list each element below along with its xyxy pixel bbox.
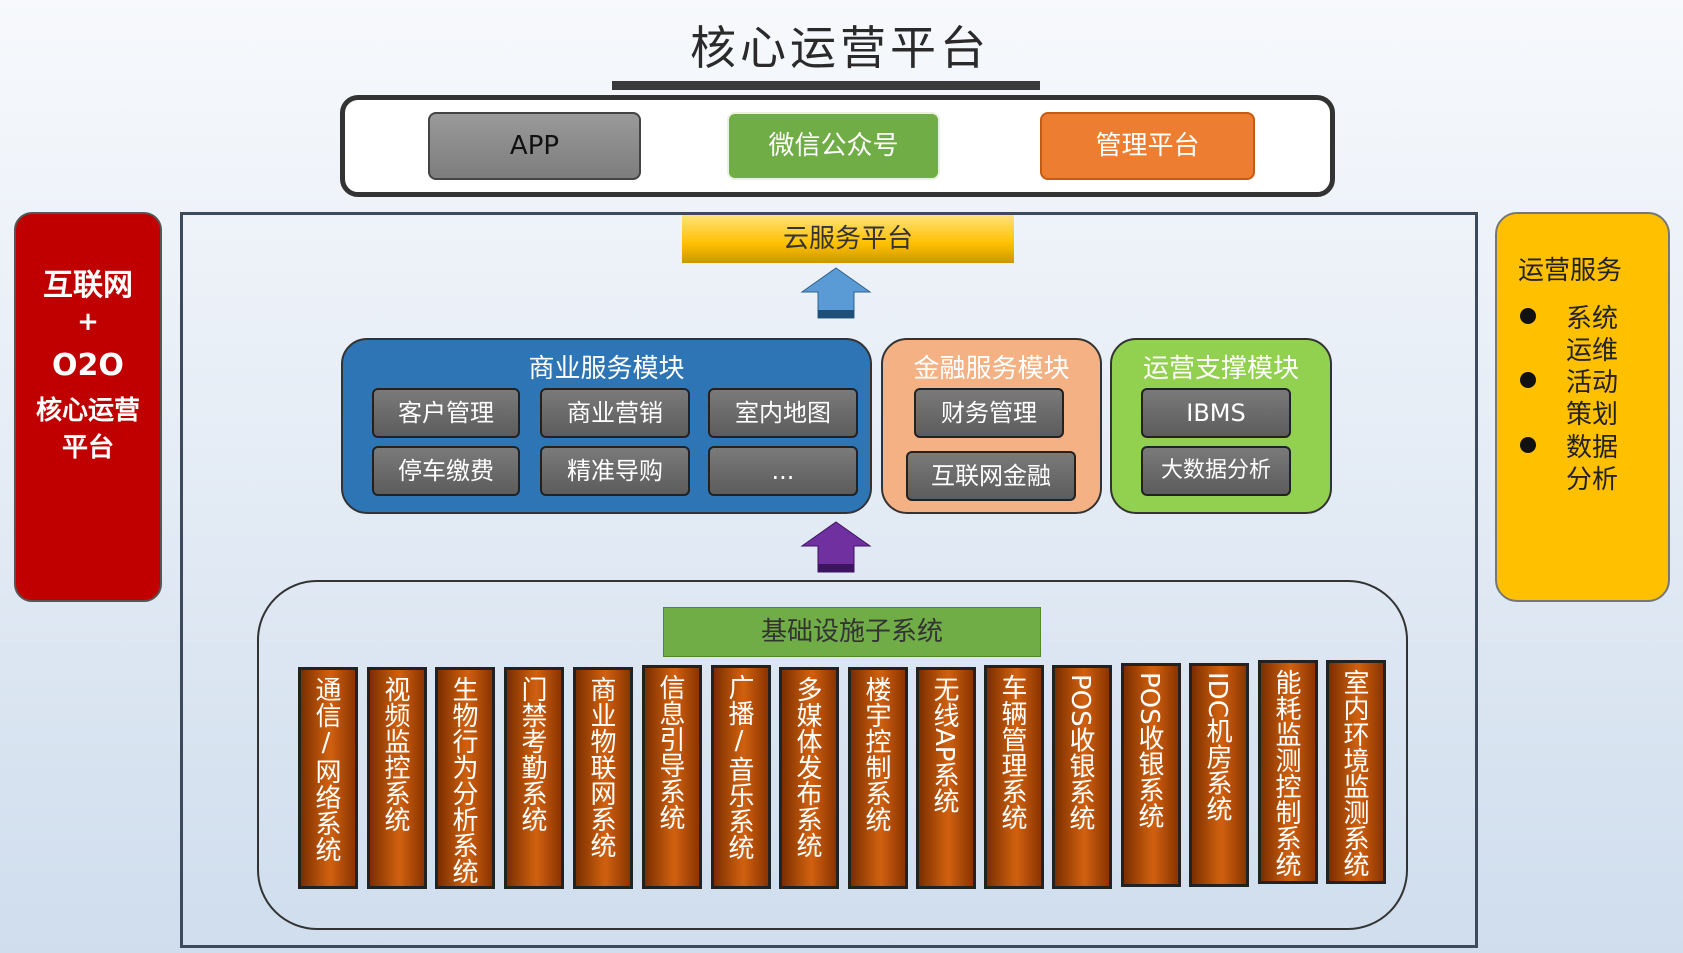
module-item-more: ...	[708, 446, 858, 496]
right-item-1-line1: 系统	[1566, 304, 1619, 334]
operations-module-title: 运营支撑模块	[1142, 354, 1299, 384]
infrastructure-title: 基础设施子系统	[663, 607, 1041, 657]
subsystem-bar: 商业物联网系统	[573, 667, 633, 889]
up-arrow-icon	[800, 267, 872, 319]
right-item-2-line2: 策划	[1566, 400, 1619, 430]
module-item-ibms: IBMS	[1141, 388, 1291, 438]
subsystem-bar: 楼宇控制系统	[848, 667, 908, 889]
channel-app: APP	[428, 112, 641, 180]
business-module-title: 商业服务模块	[528, 354, 685, 384]
right-item-3-line1: 数据	[1566, 433, 1619, 463]
channel-management-platform: 管理平台	[1040, 112, 1255, 180]
subsystem-bar: POS收银系统	[1121, 663, 1181, 887]
module-item-parking-payment: 停车缴费	[372, 446, 520, 496]
module-item-precise-guide: 精准导购	[540, 446, 690, 496]
finance-module-title: 金融服务模块	[913, 354, 1070, 384]
left-panel-line-internet: 互联网	[43, 268, 133, 303]
module-item-customer-management: 客户管理	[372, 388, 520, 438]
left-panel-line-platform: 平台	[61, 433, 114, 463]
bullet-icon	[1520, 372, 1536, 388]
module-item-internet-finance: 互联网金融	[906, 451, 1076, 501]
right-item-1-line2: 运维	[1566, 336, 1619, 366]
main-container	[180, 212, 1478, 948]
page-title: 核心运营平台	[690, 21, 990, 75]
infrastructure-container	[257, 580, 1408, 930]
subsystem-bar: 多媒体发布系统	[779, 667, 839, 889]
subsystem-bar: 车辆管理系统	[984, 665, 1044, 889]
left-panel-line-core: 核心运营	[35, 396, 140, 426]
module-item-indoor-map: 室内地图	[708, 388, 858, 438]
bullet-icon	[1520, 437, 1536, 453]
subsystem-bar: 信息引导系统	[642, 665, 702, 889]
subsystem-bar: 生物行为分析系统	[435, 667, 495, 889]
module-item-business-marketing: 商业营销	[540, 388, 690, 438]
subsystem-bar: 广播/音乐系统	[711, 665, 771, 889]
subsystem-bar: 视频监控系统	[367, 667, 427, 889]
subsystem-bar: 通信/网络系统	[298, 667, 358, 889]
right-panel	[1495, 212, 1670, 602]
right-panel-title: 运营服务	[1518, 256, 1623, 286]
left-panel-line-plus: +	[77, 307, 99, 337]
left-panel-line-o2o: O2O	[52, 348, 124, 383]
right-item-3-line2: 分析	[1566, 465, 1619, 495]
module-item-financial-management: 财务管理	[914, 388, 1064, 438]
up-arrow-icon	[800, 521, 872, 573]
right-item-2-line1: 活动	[1566, 368, 1619, 398]
title-underline	[612, 81, 1040, 90]
channel-wechat: 微信公众号	[727, 112, 940, 180]
cloud-service-platform: 云服务平台	[682, 215, 1014, 263]
subsystem-bar: POS收银系统	[1052, 665, 1112, 889]
subsystem-bar: 能耗监测控制系统	[1258, 660, 1318, 884]
bullet-icon	[1520, 308, 1536, 324]
subsystem-bar: 门禁考勤系统	[504, 667, 564, 889]
subsystem-bar: 无线AP系统	[916, 667, 976, 889]
module-item-big-data-analysis: 大数据分析	[1141, 446, 1291, 496]
subsystem-bar: IDC机房系统	[1189, 663, 1249, 887]
left-panel	[14, 212, 162, 602]
subsystem-bar: 室内环境监测系统	[1326, 660, 1386, 884]
